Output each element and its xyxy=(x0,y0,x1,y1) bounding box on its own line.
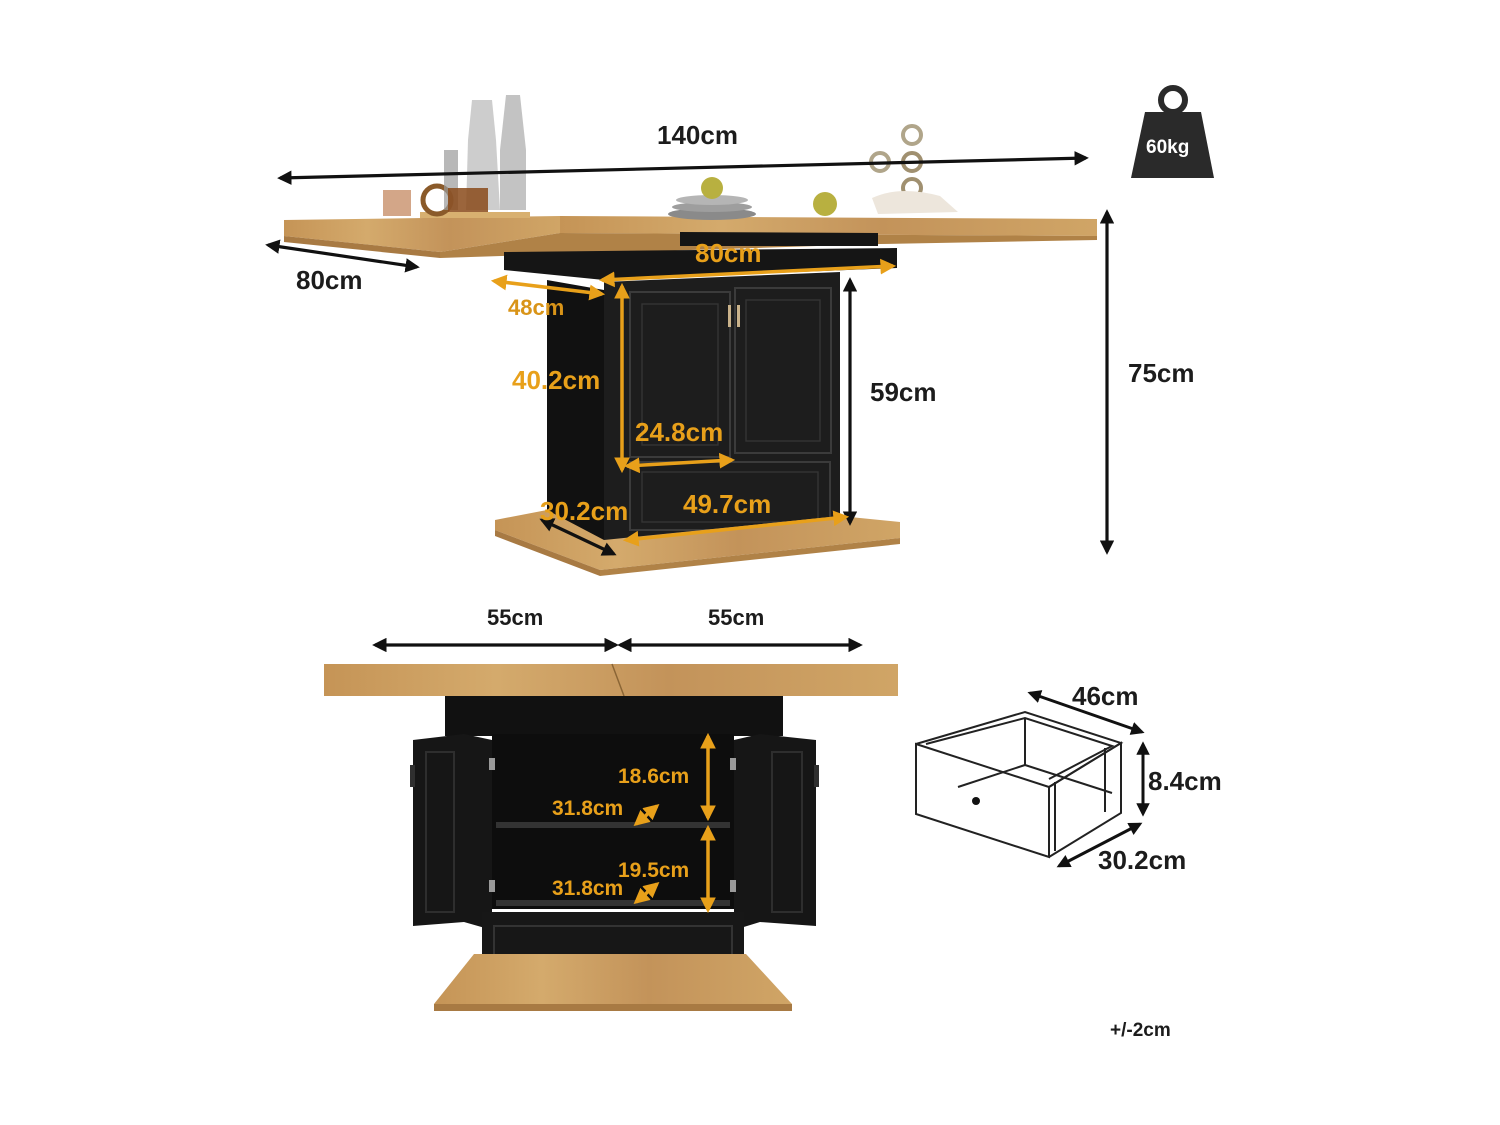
label-door-width: 24.8cm xyxy=(635,417,724,447)
tolerance-note: +/-2cm xyxy=(1110,1020,1171,1041)
dim-door-width xyxy=(623,452,736,474)
label-base-depth: 30.2cm xyxy=(540,496,629,526)
lift-top-gap xyxy=(680,232,878,246)
drawer-outline-drawing xyxy=(915,710,1124,859)
label-cabinet-width: 80cm xyxy=(695,238,762,268)
label-upper-shelf-height: 18.6cm xyxy=(618,765,690,788)
label-total-height: 75cm xyxy=(1128,358,1195,388)
cabinet-open xyxy=(410,734,819,994)
plates-and-pear xyxy=(668,177,837,220)
dim-upper-shelf-depth xyxy=(633,803,660,827)
label-drawer-width: 46cm xyxy=(1072,681,1139,711)
label-upper-shelf-depth: 31.8cm xyxy=(552,797,624,820)
dim-lower-shelf-depth xyxy=(633,881,660,905)
sculpture-decor xyxy=(869,124,958,214)
top-underside-front xyxy=(445,696,783,736)
label-lower-shelf-depth: 31.8cm xyxy=(552,877,624,900)
dim-drawer-front-width xyxy=(622,510,850,547)
label-cabinet-depth: 48cm xyxy=(508,295,565,320)
dim-drawer-width xyxy=(1027,690,1145,735)
label-drawer-depth: 30.2cm xyxy=(1098,845,1187,875)
cabinet-base-front xyxy=(434,954,792,1011)
dim-drawer-depth xyxy=(1056,822,1143,868)
label-lower-shelf-height: 19.5cm xyxy=(618,859,690,882)
weight-label: 60kg xyxy=(1146,137,1190,158)
label-leaf-right: 55cm xyxy=(708,605,765,630)
label-cabinet-height: 59cm xyxy=(870,377,937,407)
label-top-width: 140cm xyxy=(657,120,738,150)
label-drawer-front-width: 49.7cm xyxy=(683,489,772,519)
bar-decor xyxy=(383,95,530,218)
weight-icon xyxy=(1131,85,1214,178)
table-top-front xyxy=(324,663,898,697)
dim-base-depth xyxy=(539,518,617,556)
bottom-shelf xyxy=(496,900,730,906)
dim-cabinet-depth xyxy=(490,274,606,301)
cabinet-body xyxy=(547,272,840,545)
label-top-depth: 80cm xyxy=(296,265,363,295)
dim-cabinet-width xyxy=(598,258,897,288)
middle-shelf xyxy=(496,822,730,828)
dim-top-width xyxy=(277,151,1089,185)
dim-top-depth xyxy=(265,239,420,273)
label-drawer-height: 8.4cm xyxy=(1148,766,1222,796)
label-leaf-left: 55cm xyxy=(487,605,544,630)
label-door-height: 40.2cm xyxy=(512,365,601,395)
